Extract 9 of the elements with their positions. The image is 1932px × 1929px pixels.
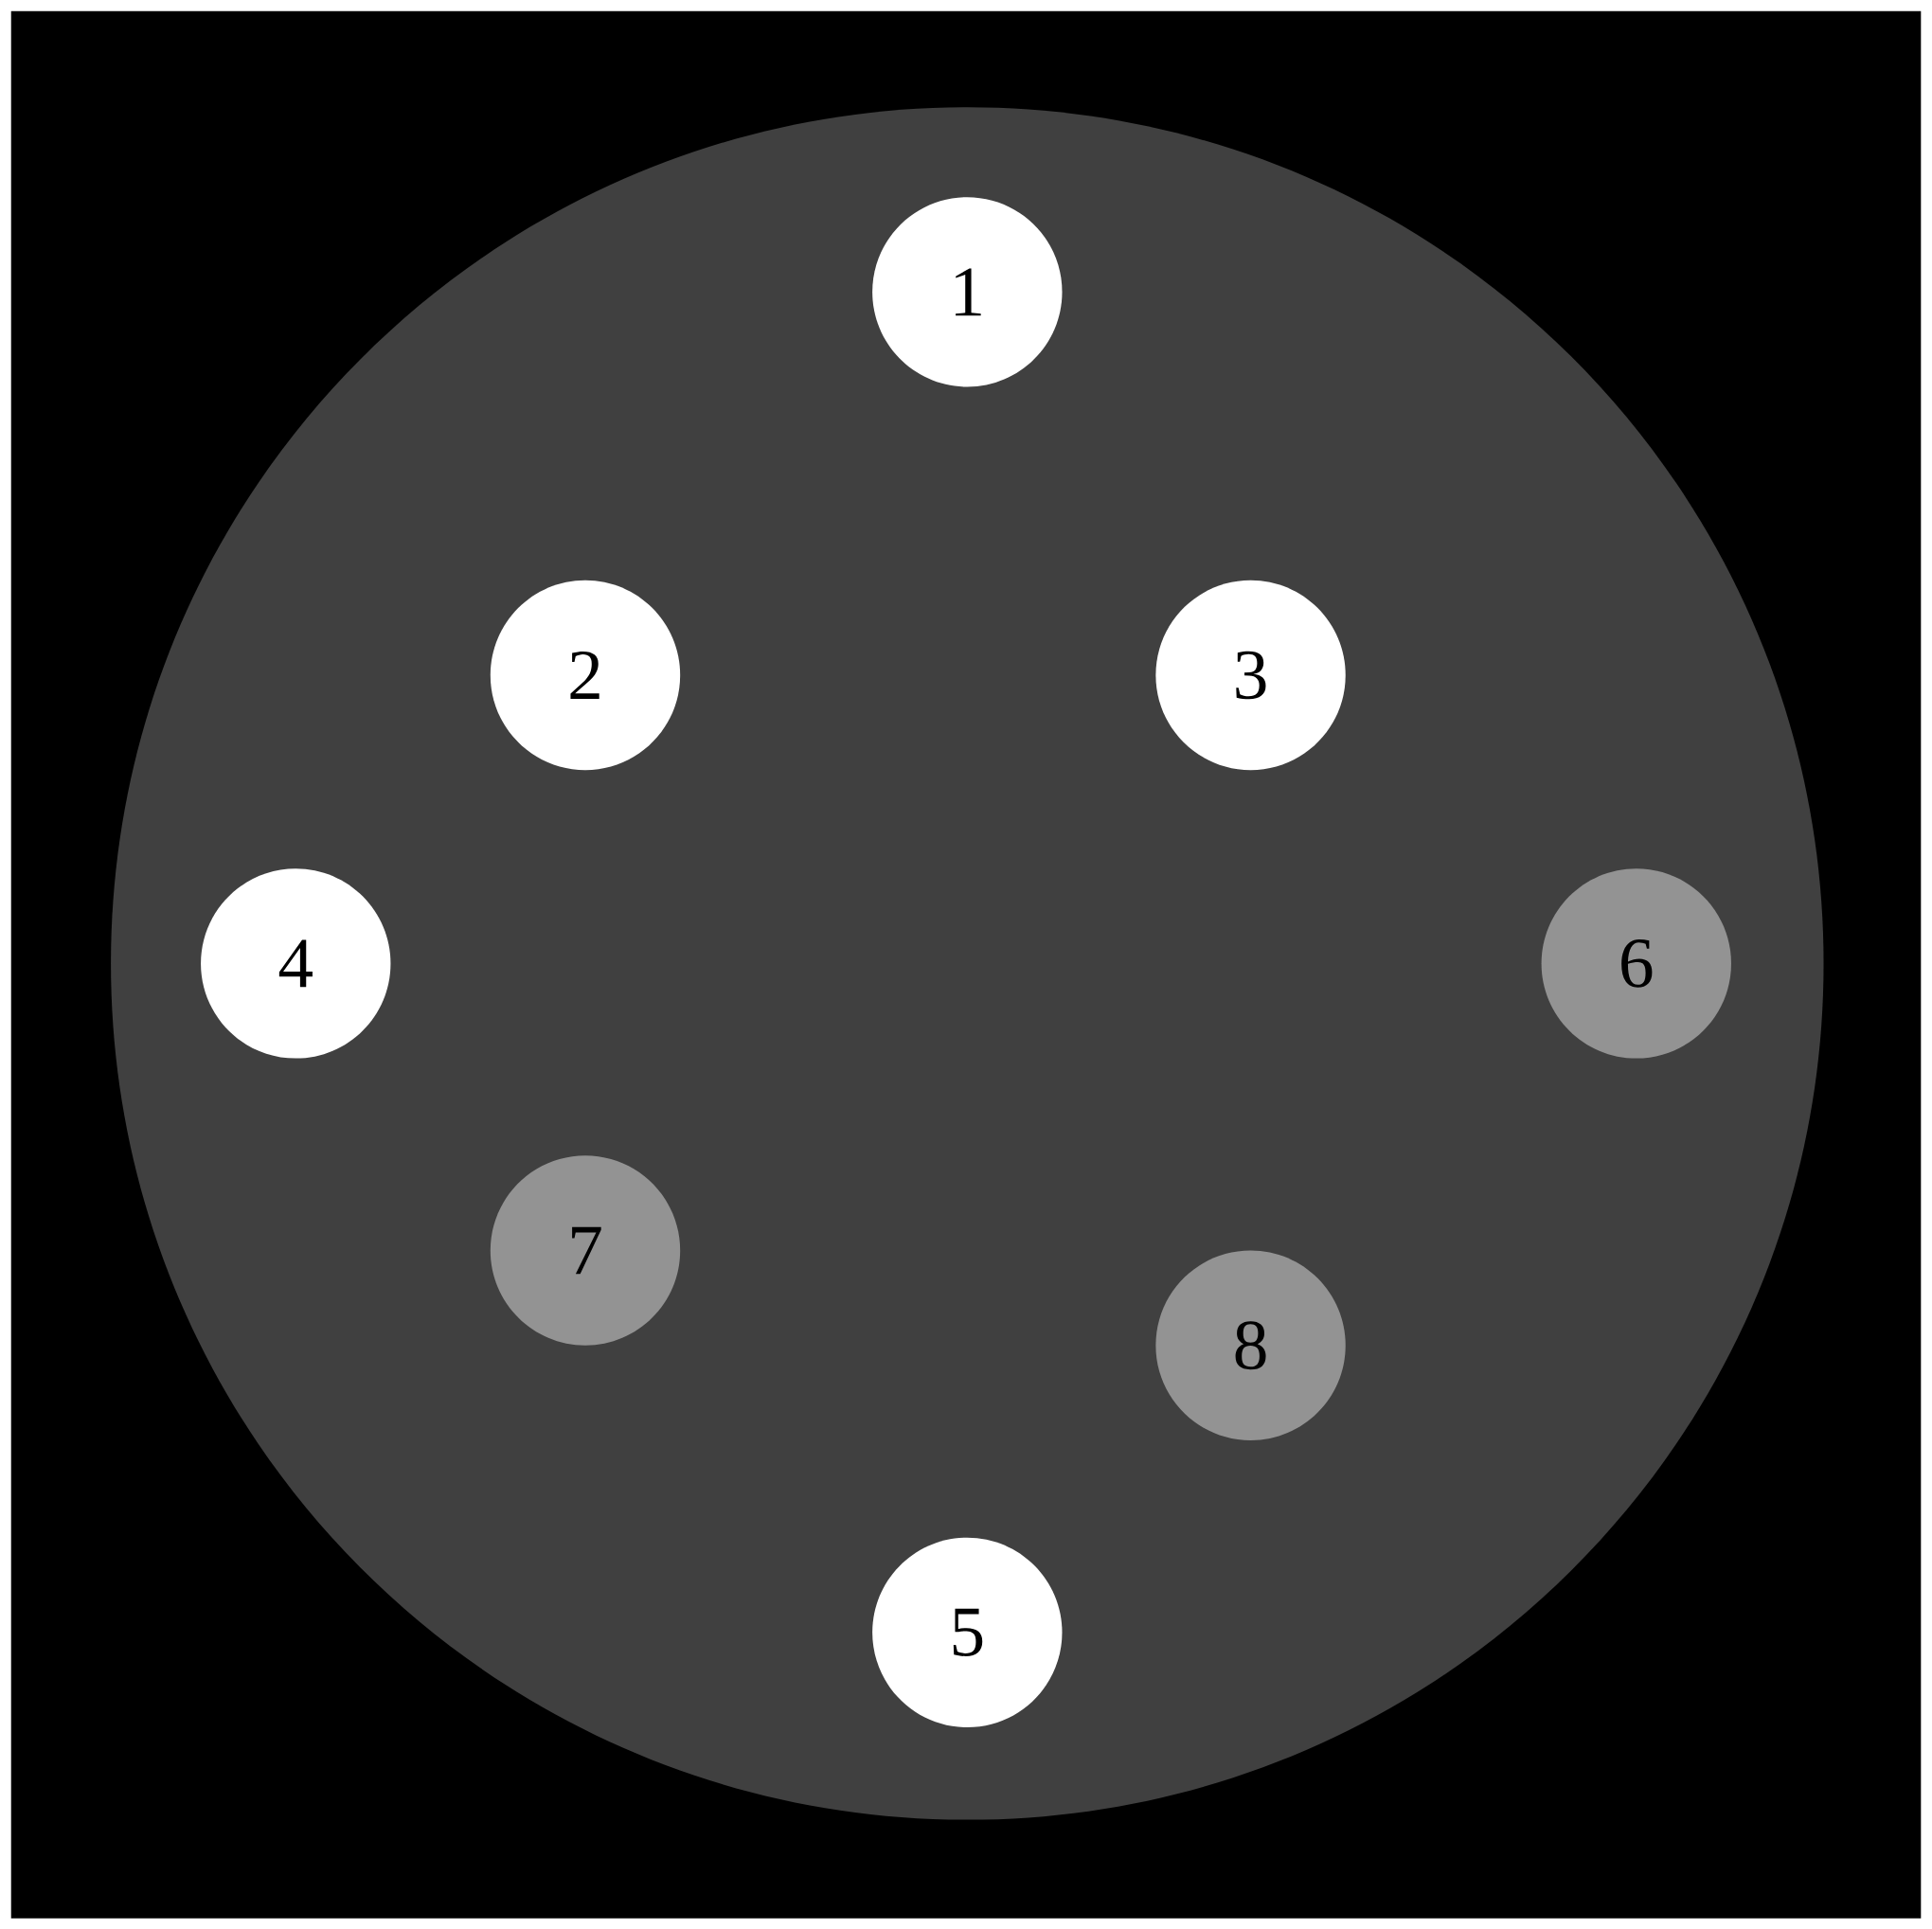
numbered-insert: 1 <box>872 197 1063 387</box>
numbered-insert: 5 <box>872 1537 1063 1727</box>
numbered-insert: 3 <box>1155 580 1346 770</box>
phantom-disc <box>111 107 1824 1820</box>
numbered-insert: 6 <box>1541 868 1731 1059</box>
numbered-insert: 7 <box>490 1155 681 1346</box>
numbered-insert: 4 <box>201 868 391 1059</box>
numbered-insert: 8 <box>1155 1250 1346 1440</box>
numbered-insert: 2 <box>490 580 681 770</box>
